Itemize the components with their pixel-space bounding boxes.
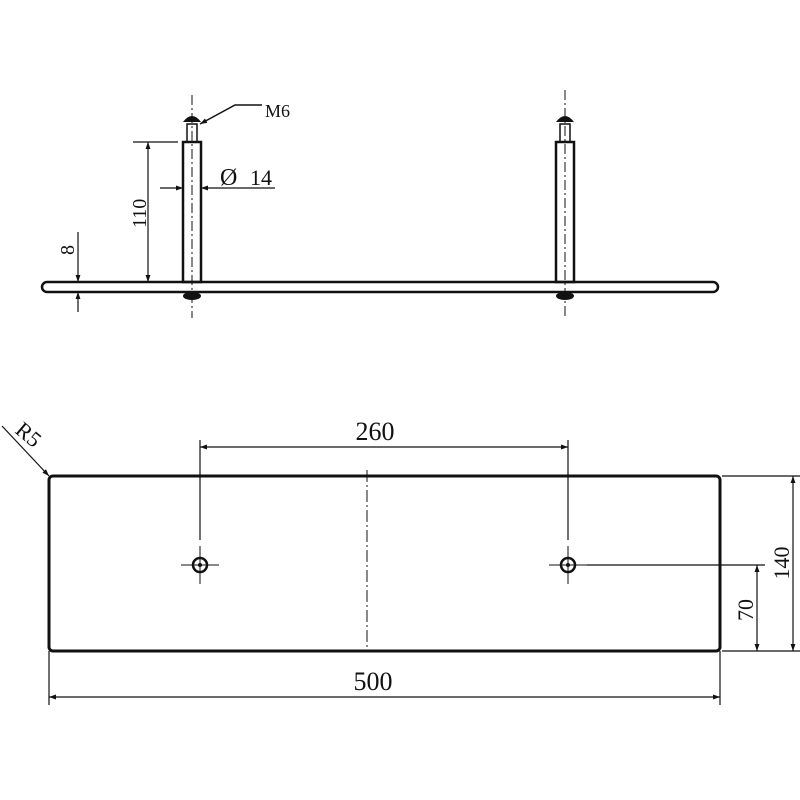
shelf-plate-top — [47, 474, 722, 653]
post-right — [554, 90, 576, 318]
shelf-plate-side — [40, 280, 720, 294]
length-label: 500 — [354, 667, 393, 696]
width-label: 140 — [769, 547, 794, 580]
post-left — [181, 95, 203, 318]
plate-thickness-label: 8 — [57, 245, 79, 255]
post-height-label: 110 — [129, 199, 151, 228]
hole-spacing-label: 260 — [356, 417, 395, 446]
hole-left — [181, 546, 219, 584]
hole-offset-label: 70 — [733, 599, 758, 621]
thread-label: M6 — [265, 101, 290, 121]
side-view: M6 Ø 14 110 8 — [40, 90, 720, 318]
diameter-value: 14 — [250, 165, 272, 190]
hole-right — [549, 546, 587, 584]
top-view: R5 260 500 140 70 — [1, 417, 800, 705]
radius-label: R5 — [11, 417, 47, 453]
diameter-symbol: Ø — [220, 165, 237, 191]
